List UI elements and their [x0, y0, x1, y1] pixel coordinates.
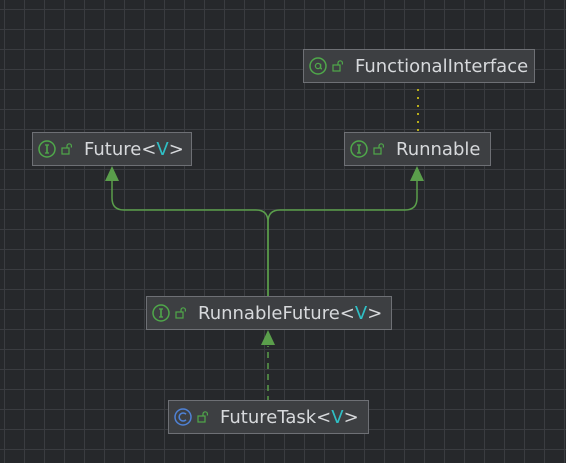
unlock-icon — [332, 60, 344, 72]
class-name: Future — [84, 138, 142, 160]
node-label: Future<V> — [84, 138, 184, 160]
node-runnable[interactable]: Runnable — [344, 132, 491, 166]
class-name: FunctionalInterface — [355, 55, 529, 77]
class-name: RunnableFuture — [198, 302, 340, 324]
class-name: FutureTask — [220, 406, 317, 428]
node-label: FutureTask<V> — [220, 406, 359, 428]
class-name: Runnable — [396, 138, 481, 160]
edge-runnable-future-to-future — [111, 180, 269, 300]
interface-icon — [38, 140, 56, 158]
interface-icon — [350, 140, 368, 158]
unlock-icon — [175, 307, 187, 319]
unlock-icon — [61, 143, 73, 155]
arrowhead-runnable-future — [261, 330, 275, 345]
unlock-icon — [197, 411, 209, 423]
arrowhead-future — [105, 166, 119, 181]
arrowhead-runnable — [410, 166, 424, 181]
edge-runnable-future-to-runnable — [267, 180, 418, 300]
node-future[interactable]: Future<V> — [32, 132, 192, 166]
node-functional-interface[interactable]: FunctionalInterface — [303, 49, 535, 83]
type-parameter: V — [354, 302, 368, 324]
node-label: RunnableFuture<V> — [198, 302, 383, 324]
node-future-task[interactable]: FutureTask<V> — [168, 400, 369, 434]
type-parameter: V — [331, 406, 344, 428]
annotation-icon — [309, 57, 327, 75]
class-icon — [174, 408, 192, 426]
unlock-icon — [373, 143, 385, 155]
type-parameter: V — [156, 138, 169, 160]
node-label: FunctionalInterface — [355, 56, 528, 77]
node-label: Runnable — [396, 139, 480, 160]
interface-icon — [152, 304, 170, 322]
node-runnable-future[interactable]: RunnableFuture<V> — [146, 296, 392, 330]
